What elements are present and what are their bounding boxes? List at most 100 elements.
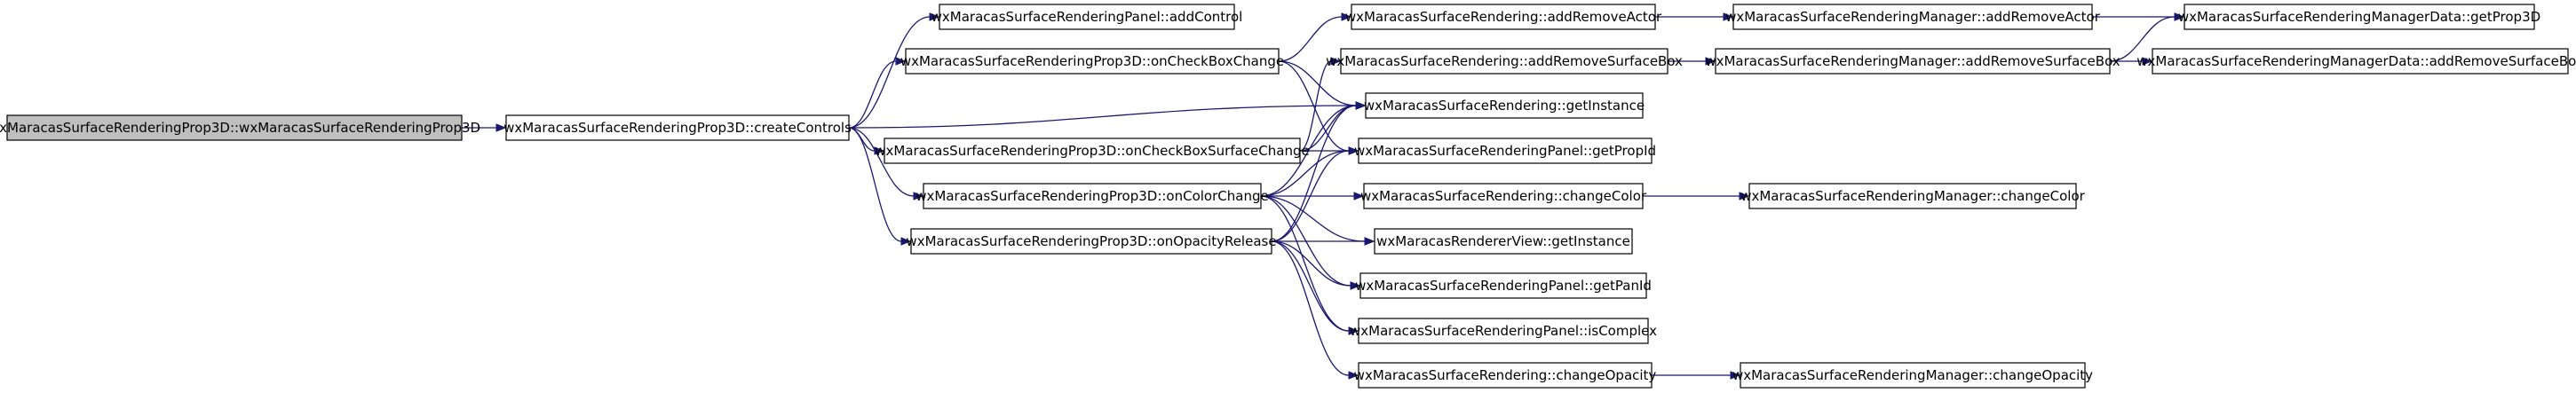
node-label: wxMaracasSurfaceRenderingProp3D::onColor… [915, 188, 1268, 204]
node-label: wxMaracasSurfaceRenderingManager::addRem… [1705, 53, 2120, 69]
node-box[interactable] [1358, 318, 1649, 344]
node-wx-maracas-surface-rendering-panel-add-control[interactable]: wxMaracasSurfaceRenderingPanel::addContr… [931, 4, 1243, 30]
edge-n3-n10 [1278, 60, 1350, 152]
node-wx-maracas-surface-rendering-prop3-d-wx-maracas-surface-rendering-prop3-d[interactable]: wxMaracasSurfaceRenderingProp3D::wxMarac… [0, 114, 480, 141]
node-box[interactable] [923, 183, 1262, 209]
node-wx-maracas-surface-rendering-prop3-d-on-check-box-change[interactable]: wxMaracasSurfaceRenderingProp3D::onCheck… [900, 48, 1284, 75]
node-label: wxMaracasSurfaceRenderingManager::change… [1732, 367, 2093, 383]
node-label: wxMaracasSurfaceRenderingProp3D::createC… [503, 120, 852, 136]
node-label: wxMaracasSurfaceRenderingManager::change… [1740, 188, 2085, 204]
node-box[interactable] [939, 4, 1235, 30]
node-wx-maracas-surface-rendering-add-remove-surface-box[interactable]: wxMaracasSurfaceRendering::addRemoveSurf… [1326, 48, 1683, 75]
node-wx-maracas-surface-rendering-prop3-d-on-color-change[interactable]: wxMaracasSurfaceRenderingProp3D::onColor… [915, 183, 1269, 209]
node-box[interactable] [1715, 48, 2111, 75]
node-box[interactable] [1374, 228, 1633, 255]
node-wx-maracas-surface-rendering-manager-add-remove-surface-box[interactable]: wxMaracasSurfaceRenderingManager::addRem… [1705, 48, 2120, 75]
edge-n17-n20 [2109, 16, 2176, 62]
arrowhead-n6-n15 [1348, 371, 1359, 380]
node-label: wxMaracasSurfaceRenderingPanel::getPanId [1355, 278, 1652, 294]
node-wx-maracas-surface-rendering-get-instance[interactable]: wxMaracasSurfaceRendering::getInstance [1364, 92, 1645, 119]
arrowhead-n1-n6 [900, 237, 912, 246]
node-box[interactable] [1748, 183, 2077, 209]
node-box[interactable] [2184, 4, 2535, 30]
node-box[interactable] [884, 138, 1301, 164]
node-label: wxMaracasSurfaceRendering::addRemoveSurf… [1326, 53, 1683, 69]
arrowhead-n7-n16 [1723, 12, 1734, 21]
node-wx-maracas-surface-rendering-panel-get-pan-id[interactable]: wxMaracasSurfaceRenderingPanel::getPanId [1355, 272, 1652, 299]
node-wx-maracas-surface-rendering-add-remove-actor[interactable]: wxMaracasSurfaceRendering::addRemoveActo… [1345, 4, 1662, 30]
node-box[interactable] [1732, 4, 2093, 30]
node-label: wxMaracasSurfaceRenderingPanel::isComple… [1350, 323, 1657, 339]
nodes-layer: wxMaracasSurfaceRenderingProp3D::wxMarac… [0, 4, 2576, 389]
node-label: wxMaracasSurfaceRendering::changeColor [1360, 188, 1647, 204]
edge-n1-n9 [848, 105, 1357, 129]
node-box[interactable] [1358, 138, 1653, 164]
node-label: wxMaracasSurfaceRenderingPanel::addContr… [931, 9, 1243, 25]
node-box[interactable] [1351, 4, 1656, 30]
edge-n1-n2 [848, 16, 931, 129]
arrowhead-n17-n21 [2142, 57, 2153, 66]
node-box[interactable] [1340, 48, 1668, 75]
arrowhead-n6-n13 [1350, 281, 1361, 290]
edge-n1-n5 [848, 127, 915, 197]
edge-n1-n6 [848, 127, 902, 242]
arrowhead-n6-n10 [1348, 146, 1359, 155]
node-label: wxMaracasSurfaceRendering::addRemoveActo… [1345, 9, 1662, 25]
edge-n1-n3 [848, 60, 897, 129]
node-wx-maracas-surface-rendering-manager-change-opacity[interactable]: wxMaracasSurfaceRenderingManager::change… [1732, 362, 2093, 389]
node-wx-maracas-surface-rendering-prop3-d-on-opacity-release[interactable]: wxMaracasSurfaceRenderingProp3D::onOpaci… [906, 228, 1277, 255]
arrowhead-n11-n18 [1739, 192, 1750, 200]
node-wx-maracas-surface-rendering-manager-data-add-remove-surface-box[interactable]: wxMaracasSurfaceRenderingManagerData::ad… [2136, 48, 2576, 75]
arrowhead-n17-n20 [2174, 12, 2185, 21]
arrowhead-n5-n11 [1353, 192, 1365, 200]
node-box[interactable] [905, 48, 1280, 75]
arrowhead-n6-n9 [1355, 101, 1367, 110]
node-label: wxMaracasSurfaceRenderingProp3D::onCheck… [900, 53, 1284, 69]
edge-n6-n9 [1271, 105, 1357, 242]
node-wx-maracas-surface-rendering-manager-data-get-prop3-d[interactable]: wxMaracasSurfaceRenderingManagerData::ge… [2178, 4, 2540, 30]
edge-n6-n13 [1271, 240, 1351, 287]
edge-n3-n7 [1278, 16, 1343, 62]
edge-n4-n8 [1299, 60, 1332, 152]
node-box[interactable] [505, 114, 850, 141]
edge-n1-n4 [848, 127, 876, 152]
edge-n6-n15 [1271, 240, 1350, 376]
node-box[interactable] [6, 114, 463, 141]
node-box[interactable] [1359, 272, 1647, 299]
node-wx-maracas-surface-rendering-change-opacity[interactable]: wxMaracasSurfaceRendering::changeOpacity [1354, 362, 1657, 389]
arrowhead-n1-n3 [895, 57, 907, 66]
arrowhead-n1-n2 [929, 12, 940, 21]
node-label: wxMaracasSurfaceRenderingProp3D::onCheck… [875, 143, 1309, 159]
arrowhead-n6-n12 [1364, 237, 1375, 246]
edge-n6-n10 [1271, 150, 1350, 242]
node-wx-maracas-surface-rendering-manager-change-color[interactable]: wxMaracasSurfaceRenderingManager::change… [1740, 183, 2086, 209]
node-label: wxMaracasSurfaceRenderingProp3D::onOpaci… [906, 233, 1276, 249]
arrowhead-n0-n1 [495, 123, 507, 132]
edges-layer [462, 12, 2185, 380]
node-wx-maracas-surface-rendering-panel-is-complex[interactable]: wxMaracasSurfaceRenderingPanel::isComple… [1350, 318, 1657, 344]
node-box[interactable] [2152, 48, 2569, 75]
node-box[interactable] [910, 228, 1272, 255]
node-box[interactable] [1365, 92, 1644, 119]
node-label: wxMaracasRendererView::getInstance [1376, 233, 1630, 249]
node-box[interactable] [1363, 183, 1644, 209]
node-label: wxMaracasSurfaceRenderingPanel::getPropI… [1354, 143, 1656, 159]
edge-n5-n14 [1260, 195, 1350, 332]
node-wx-maracas-surface-rendering-prop3-d-create-controls[interactable]: wxMaracasSurfaceRenderingProp3D::createC… [503, 114, 852, 141]
node-wx-maracas-surface-rendering-manager-add-remove-actor[interactable]: wxMaracasSurfaceRenderingManager::addRem… [1725, 4, 2101, 30]
arrowhead-n15-n19 [1730, 371, 1741, 380]
node-wx-maracas-surface-rendering-panel-get-prop-id[interactable]: wxMaracasSurfaceRenderingPanel::getPropI… [1354, 138, 1656, 164]
node-wx-maracas-renderer-view-get-instance[interactable]: wxMaracasRendererView::getInstance [1374, 228, 1633, 255]
node-label: wxMaracasSurfaceRenderingManager::addRem… [1725, 9, 2101, 25]
node-label: wxMaracasSurfaceRendering::changeOpacity [1354, 367, 1657, 383]
node-wx-maracas-surface-rendering-change-color[interactable]: wxMaracasSurfaceRendering::changeColor [1360, 183, 1647, 209]
node-box[interactable] [1358, 362, 1653, 389]
edge-n6-n14 [1271, 240, 1350, 332]
node-wx-maracas-surface-rendering-prop3-d-on-check-box-surface-change[interactable]: wxMaracasSurfaceRenderingProp3D::onCheck… [875, 138, 1310, 164]
arrowhead-n1-n5 [913, 192, 924, 200]
node-label: wxMaracasSurfaceRendering::getInstance [1364, 98, 1645, 114]
node-box[interactable] [1740, 362, 2086, 389]
arrowhead-n8-n17 [1705, 57, 1716, 66]
edge-n3-n9 [1278, 60, 1357, 106]
